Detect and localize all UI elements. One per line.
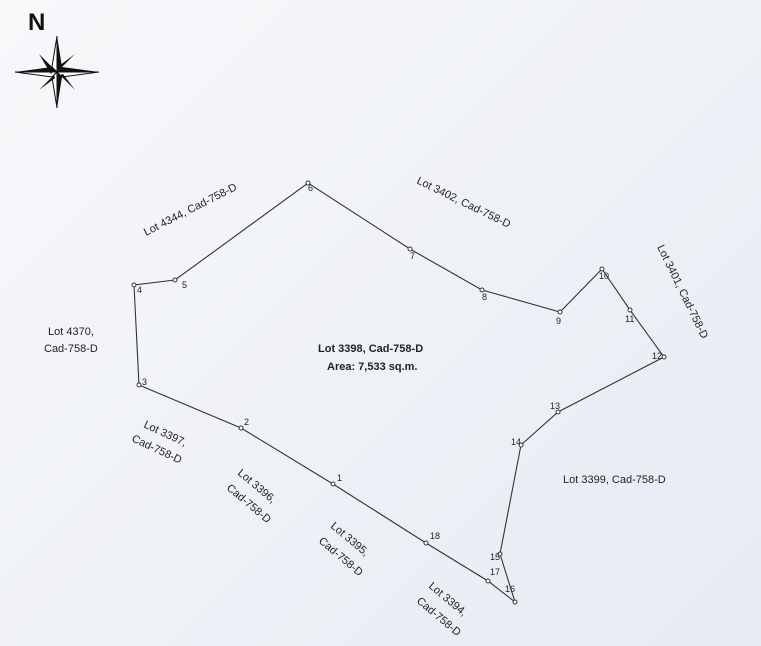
corner-marker bbox=[479, 287, 485, 293]
corner-number: 9 bbox=[556, 316, 561, 326]
corner-number: 6 bbox=[308, 183, 313, 193]
corner-number: 7 bbox=[410, 251, 415, 261]
corner-marker bbox=[136, 382, 142, 388]
corner-number: 15 bbox=[490, 552, 500, 562]
corner-number: 4 bbox=[137, 285, 142, 295]
corner-number: 8 bbox=[482, 292, 487, 302]
corner-marker bbox=[555, 409, 561, 415]
corner-marker bbox=[512, 599, 518, 605]
corner-number: 12 bbox=[652, 351, 662, 361]
corner-marker bbox=[330, 481, 336, 487]
north-label: N bbox=[28, 9, 45, 36]
corner-marker bbox=[557, 309, 563, 315]
corner-number: 18 bbox=[430, 531, 440, 541]
corner-number: 11 bbox=[625, 314, 634, 324]
compass-rose-icon bbox=[14, 35, 100, 109]
corner-number: 1 bbox=[337, 473, 342, 483]
subject-lot-title: Lot 3398, Cad-758-D bbox=[318, 343, 423, 355]
lot-3402-label: Lot 3402, Cad-758-D bbox=[415, 175, 513, 231]
corner-number: 10 bbox=[599, 271, 609, 281]
corner-number: 5 bbox=[182, 280, 187, 290]
corner-marker bbox=[627, 307, 633, 313]
subject-lot-area: Area: 7,533 sq.m. bbox=[327, 361, 418, 373]
lot-boundary bbox=[133, 182, 665, 604]
lot-4344-label: Lot 4344, Cad-758-D bbox=[142, 181, 239, 238]
corner-number: 13 bbox=[550, 401, 560, 411]
corner-marker bbox=[305, 180, 311, 186]
lot-4370-label-1: Lot 4370, bbox=[48, 326, 94, 338]
corner-marker bbox=[238, 425, 244, 431]
corner-marker bbox=[497, 551, 503, 557]
corner-number: 16 bbox=[505, 584, 515, 594]
lot-3401-label: Lot 3401, Cad-758-D bbox=[654, 243, 710, 341]
corner-number: 14 bbox=[511, 437, 521, 447]
corner-number: 3 bbox=[142, 377, 147, 387]
corner-marker bbox=[407, 246, 413, 252]
corner-marker bbox=[423, 540, 429, 546]
lot-3399-label: Lot 3399, Cad-758-D bbox=[563, 474, 666, 486]
corner-marker bbox=[599, 266, 605, 272]
corner-number: 2 bbox=[244, 417, 249, 427]
corner-marker bbox=[661, 354, 667, 360]
lot-4370-label-2: Cad-758-D bbox=[44, 343, 98, 355]
corner-marker bbox=[485, 578, 491, 584]
corner-marker bbox=[518, 442, 524, 448]
corner-number: 17 bbox=[490, 567, 500, 577]
corner-marker bbox=[131, 282, 137, 288]
corner-marker bbox=[172, 277, 178, 283]
